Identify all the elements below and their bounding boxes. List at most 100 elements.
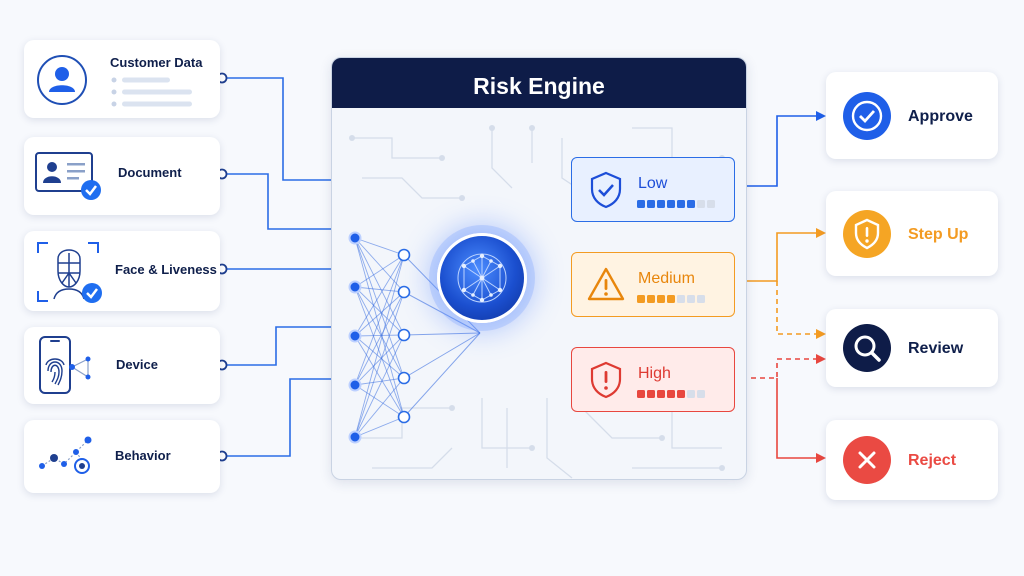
input-label: Face & Liveness [115, 262, 217, 277]
meter-segment [647, 295, 655, 303]
risk-level-high[interactable]: High [571, 347, 735, 412]
input-node [348, 430, 362, 444]
network-edge [354, 377, 405, 438]
network-edge [354, 254, 405, 386]
hidden-node [397, 328, 411, 342]
network-edge [354, 334, 405, 337]
network-edge [354, 286, 405, 418]
network-edge [354, 286, 405, 293]
network-edge [354, 286, 405, 379]
reject-badge [843, 436, 891, 484]
meter-segment [657, 200, 665, 208]
step-up-badge [843, 210, 891, 258]
meter-segment [677, 390, 685, 398]
meter-segment [687, 390, 695, 398]
risk-meter [637, 295, 705, 303]
network-edge [354, 334, 405, 386]
network-edge [354, 237, 405, 293]
risk-level-low[interactable]: Low [571, 157, 735, 222]
data-lines-icon [111, 77, 192, 107]
magnifier-icon [854, 335, 881, 362]
network-edge [354, 384, 405, 418]
network-edge [354, 237, 405, 256]
meter-segment [697, 200, 705, 208]
user-profile-icon [37, 55, 87, 105]
hidden-node [397, 285, 411, 299]
input-node [348, 329, 362, 343]
network-edge [354, 335, 405, 379]
outcome-card-step-up[interactable]: Step Up [826, 191, 998, 276]
shield-alert-icon [590, 361, 622, 399]
meter-segment [637, 390, 645, 398]
arrow-reject [816, 453, 826, 463]
phone-fingerprint-icon [39, 336, 91, 394]
meter-segment [667, 390, 675, 398]
input-card-behavior[interactable]: Behavior [24, 420, 220, 493]
wire-medium-review [776, 281, 816, 335]
network-edge [354, 334, 405, 438]
network-edge [354, 291, 405, 438]
input-node [348, 231, 362, 245]
input-card-customer-data[interactable]: Customer Data [24, 40, 220, 118]
input-label: Document [118, 165, 182, 180]
network-edge [403, 332, 481, 418]
input-card-document[interactable]: Document [24, 137, 220, 215]
network-edge [354, 254, 405, 438]
check-icon [851, 100, 883, 132]
ai-globe-hub [437, 233, 527, 323]
arrow-review-a [816, 329, 826, 339]
meter-segment [657, 295, 665, 303]
input-card-face-liveness[interactable]: Face & Liveness [24, 231, 220, 311]
input-label: Customer Data [110, 55, 203, 70]
meter-segment [697, 295, 705, 303]
warning-triangle-icon [587, 267, 625, 301]
risk-label: High [638, 365, 671, 382]
network-edge [354, 254, 405, 288]
input-card-device[interactable]: Device [24, 327, 220, 404]
input-node [348, 378, 362, 392]
meter-segment [677, 295, 685, 303]
behavior-graph-icon [39, 436, 92, 474]
shield-alert-icon [854, 218, 880, 250]
network-edge [354, 416, 405, 438]
meter-segment [677, 200, 685, 208]
meter-segment [647, 390, 655, 398]
arrow-review-b [816, 354, 826, 364]
network-edge [403, 291, 481, 334]
risk-level-medium[interactable]: Medium [571, 252, 735, 317]
risk-label: Medium [638, 270, 695, 287]
risk-meter [637, 200, 715, 208]
network-edge [403, 332, 481, 379]
globe-network-icon [457, 253, 507, 303]
meter-segment [657, 390, 665, 398]
outcome-label: Reject [908, 452, 957, 469]
risk-label: Low [638, 175, 668, 192]
arrow-approve [816, 111, 826, 121]
outcome-label: Approve [908, 108, 973, 125]
meter-segment [697, 390, 705, 398]
wire-high-reject [776, 378, 816, 459]
input-node [348, 280, 362, 294]
neural-network-graphic [348, 231, 481, 444]
network-edge [354, 291, 405, 337]
network-edge [354, 335, 405, 418]
face-scan-icon [37, 242, 102, 303]
network-edge [354, 237, 405, 379]
network-edge [354, 286, 405, 336]
input-label: Behavior [115, 448, 171, 463]
arrow-stepup [816, 228, 826, 238]
network-edge [354, 377, 405, 386]
network-edge [354, 254, 405, 337]
meter-segment [687, 295, 695, 303]
meter-segment [637, 200, 645, 208]
outcome-card-approve[interactable]: Approve [826, 72, 998, 159]
hidden-node [397, 410, 411, 424]
outcome-card-reject[interactable]: Reject [826, 420, 998, 500]
approve-badge [843, 92, 891, 140]
hidden-node [397, 371, 411, 385]
outcome-card-review[interactable]: Review [826, 309, 998, 387]
meter-segment [637, 295, 645, 303]
outcome-label: Step Up [908, 226, 969, 243]
meter-segment [667, 295, 675, 303]
input-label: Device [116, 357, 158, 372]
